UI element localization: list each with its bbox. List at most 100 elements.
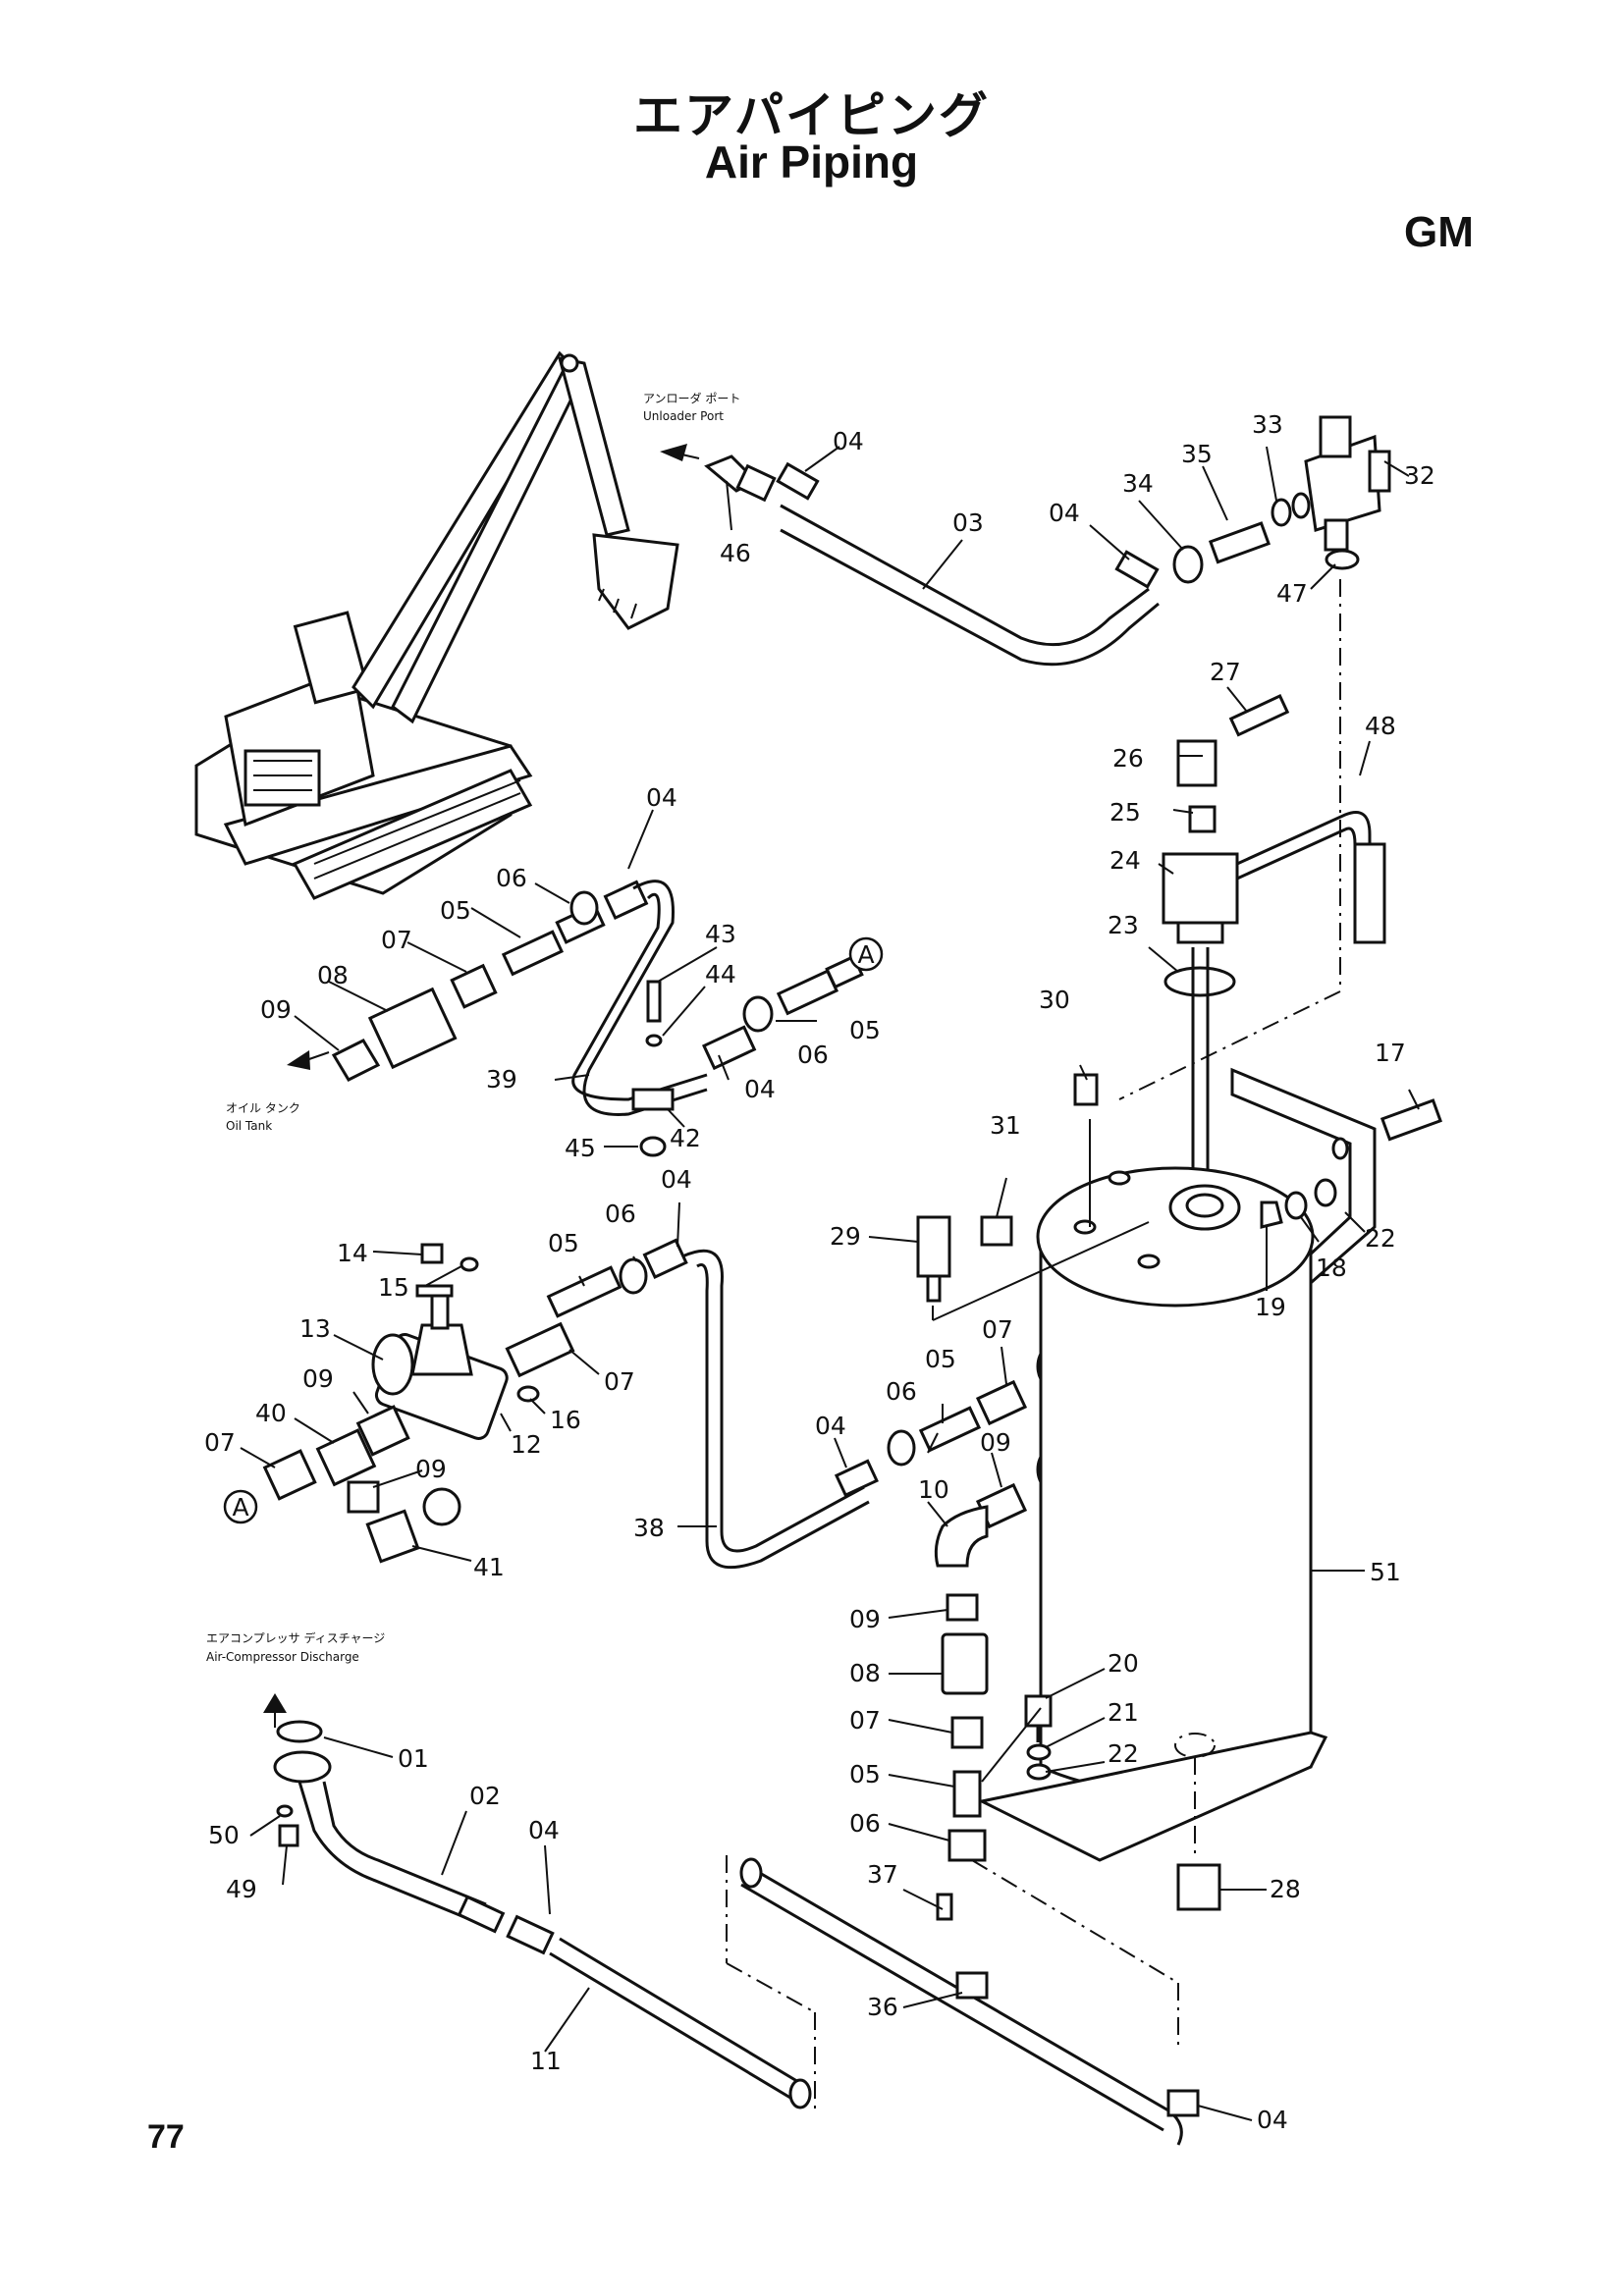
- callout-15: 15: [378, 1273, 409, 1302]
- callout-04: 04: [833, 427, 864, 455]
- callout-07: 07: [849, 1706, 881, 1735]
- callout-06: 06: [849, 1809, 881, 1838]
- air-tank: [916, 1067, 1442, 1911]
- marker-a-upper: A: [848, 936, 884, 972]
- callout-04: 04: [661, 1165, 692, 1194]
- callout-19: 19: [1255, 1293, 1286, 1321]
- note-unloader-port-jp: アンローダ ポート: [643, 391, 740, 405]
- marker-a-lower-label: A: [232, 1493, 248, 1522]
- lower-drain-line: [941, 1593, 1053, 1862]
- callout-05: 05: [849, 1760, 881, 1789]
- callout-21: 21: [1108, 1698, 1139, 1727]
- model-code: GM: [1404, 208, 1474, 256]
- leader-lines: [240, 446, 1420, 2121]
- callout-18: 18: [1316, 1254, 1347, 1282]
- page-number: 77: [147, 2118, 185, 2156]
- callout-06: 06: [605, 1200, 636, 1228]
- bottom-hose-assembly: [273, 1720, 1200, 2146]
- part-callouts: 04 46 03 04 34 35 33 32 47 27 26 25 24 4…: [204, 410, 1435, 2134]
- callout-43: 43: [705, 920, 736, 948]
- note-oil-tank-en: Oil Tank: [226, 1119, 272, 1133]
- note-unloader-port-en: Unloader Port: [643, 409, 724, 423]
- callout-24: 24: [1109, 846, 1141, 875]
- callout-35: 35: [1181, 440, 1213, 468]
- callout-46: 46: [720, 539, 751, 567]
- callout-09: 09: [260, 995, 292, 1024]
- drain-valve-cluster: [1118, 579, 1386, 1198]
- callout-06: 06: [496, 864, 527, 892]
- callout-17: 17: [1375, 1039, 1406, 1067]
- hose-38-line: [681, 1249, 1095, 1570]
- callout-23: 23: [1108, 911, 1139, 939]
- callout-13: 13: [299, 1314, 331, 1343]
- callout-26: 26: [1112, 744, 1144, 773]
- note-oil-tank-jp: オイル タンク: [226, 1101, 300, 1115]
- callout-07: 07: [604, 1367, 635, 1396]
- callout-09: 09: [980, 1428, 1011, 1457]
- callout-12: 12: [511, 1430, 542, 1459]
- callout-40: 40: [255, 1399, 287, 1427]
- callout-30: 30: [1039, 986, 1070, 1014]
- callout-22: 22: [1108, 1739, 1139, 1768]
- callout-31: 31: [990, 1111, 1021, 1140]
- page-title-english: Air Piping: [704, 136, 919, 187]
- callout-09: 09: [415, 1455, 447, 1483]
- callout-04: 04: [815, 1412, 846, 1440]
- callout-11: 11: [530, 2047, 562, 2075]
- callout-33: 33: [1252, 410, 1283, 439]
- note-compressor-discharge-en: Air-Compressor Discharge: [206, 1650, 359, 1664]
- callout-14: 14: [337, 1239, 368, 1267]
- page-title-japanese: エアパイピング: [633, 87, 990, 144]
- callout-50: 50: [208, 1821, 240, 1849]
- callout-20: 20: [1108, 1649, 1139, 1678]
- callout-41: 41: [473, 1553, 505, 1581]
- callout-48: 48: [1365, 712, 1396, 740]
- callout-04: 04: [744, 1075, 776, 1103]
- callout-16: 16: [550, 1406, 581, 1434]
- callout-03: 03: [952, 508, 984, 537]
- callout-04: 04: [528, 1816, 560, 1844]
- callout-02: 02: [469, 1782, 501, 1810]
- callout-27: 27: [1210, 658, 1241, 686]
- callout-37: 37: [867, 1860, 898, 1889]
- callout-09: 09: [302, 1364, 334, 1393]
- callout-22: 22: [1365, 1224, 1396, 1253]
- callout-08: 08: [317, 961, 349, 989]
- callout-09: 09: [849, 1605, 881, 1633]
- callout-05: 05: [440, 896, 471, 925]
- callout-34: 34: [1122, 469, 1154, 498]
- callout-07: 07: [381, 926, 412, 954]
- marker-a-upper-label: A: [857, 940, 874, 969]
- direction-arrows: [263, 444, 700, 1728]
- callout-08: 08: [849, 1659, 881, 1687]
- callout-29: 29: [830, 1222, 861, 1251]
- callout-06: 06: [886, 1377, 917, 1406]
- callout-07: 07: [982, 1315, 1013, 1344]
- callout-25: 25: [1109, 798, 1141, 827]
- callout-44: 44: [705, 960, 736, 988]
- oil-tank-line: [331, 880, 864, 1157]
- callout-39: 39: [486, 1065, 517, 1094]
- callout-04: 04: [646, 783, 677, 812]
- callout-51: 51: [1370, 1558, 1401, 1586]
- callout-38: 38: [633, 1514, 665, 1542]
- top-hose-assembly: [704, 415, 1391, 667]
- callout-10: 10: [918, 1475, 949, 1504]
- excavator-illustration: [194, 350, 679, 900]
- regulator-assembly: [262, 1238, 688, 1564]
- callout-01: 01: [398, 1744, 429, 1773]
- callout-32: 32: [1404, 461, 1435, 490]
- callout-05: 05: [548, 1229, 579, 1257]
- callout-45: 45: [565, 1134, 596, 1162]
- callout-04: 04: [1049, 499, 1080, 527]
- callout-36: 36: [867, 1993, 898, 2021]
- callout-49: 49: [226, 1875, 257, 1903]
- callout-04: 04: [1257, 2106, 1288, 2134]
- callout-42: 42: [670, 1124, 701, 1152]
- note-compressor-discharge-jp: エアコンプレッサ ディスチャージ: [206, 1630, 385, 1645]
- callout-07: 07: [204, 1428, 236, 1457]
- callout-05: 05: [849, 1016, 881, 1044]
- callout-47: 47: [1276, 579, 1308, 608]
- marker-a-lower: A: [223, 1489, 258, 1524]
